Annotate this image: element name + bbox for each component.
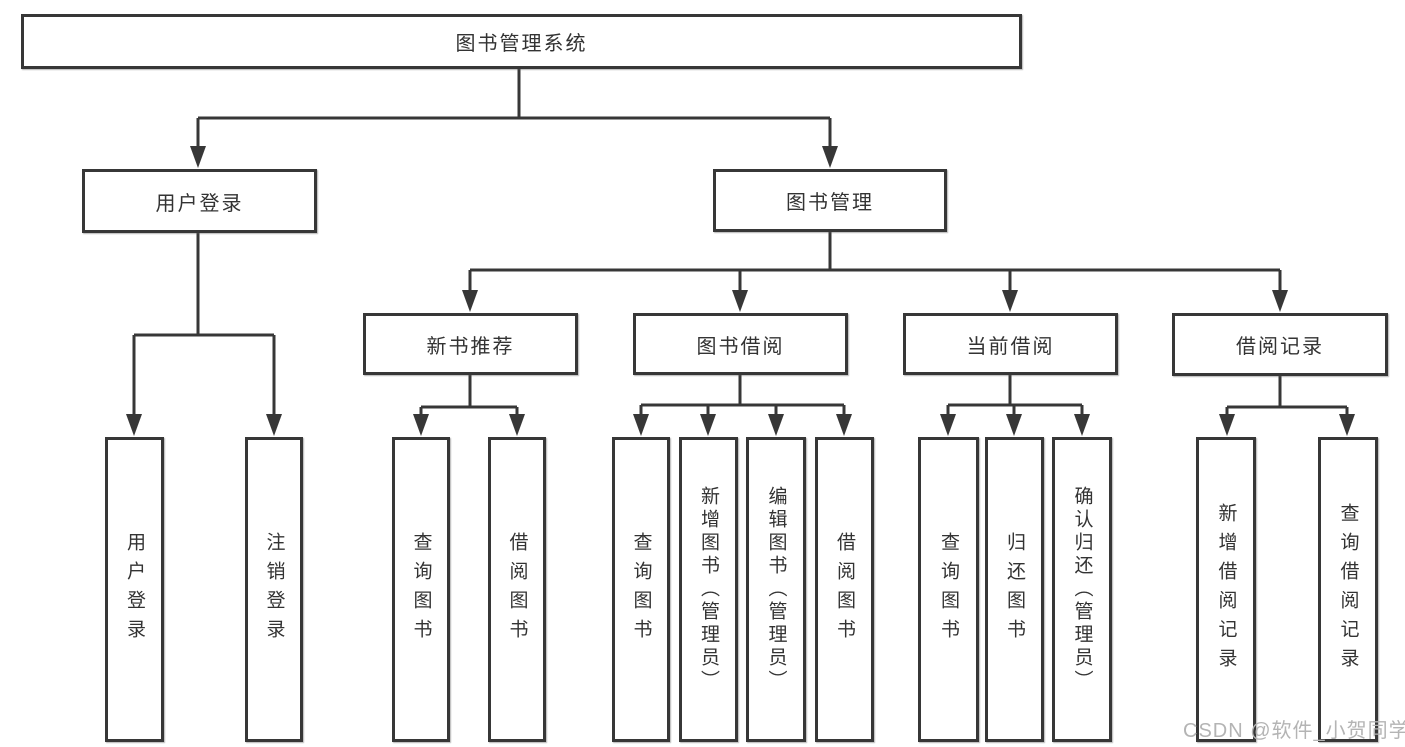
node-label: 当前借阅: [966, 335, 1055, 358]
leaf-add-book-admin: 新增图书（管理员）: [679, 437, 738, 742]
leaf-search-books-recommend: 查询图书: [392, 437, 450, 742]
leaf-label: 查询图书: [410, 531, 432, 648]
leaf-borrow-books-recommend: 借阅图书: [488, 437, 546, 742]
leaf-return-book: 归还图书: [985, 437, 1044, 742]
node-label: 新书推荐: [426, 335, 515, 358]
leaf-label: 查询图书: [938, 531, 959, 648]
leaf-edit-book-admin: 编辑图书（管理员）: [746, 437, 806, 742]
node-user-login: 用户登录: [82, 169, 317, 233]
node-label: 用户登录: [155, 192, 244, 215]
node-book-management: 图书管理: [713, 169, 947, 232]
leaf-label: 用户登录: [124, 531, 145, 648]
leaf-search-books-borrowing: 查询图书: [612, 437, 670, 742]
leaf-add-borrow-record: 新增借阅记录: [1196, 437, 1256, 742]
node-book-borrowing: 图书借阅: [633, 313, 848, 375]
node-label: 图书借阅: [696, 335, 785, 358]
leaf-label: 新增图书（管理员）: [698, 486, 719, 693]
node-label: 图书管理: [786, 192, 874, 214]
leaf-label: 归还图书: [1004, 531, 1025, 648]
leaf-label: 借阅图书: [506, 531, 528, 648]
leaf-borrow-books-borrowing: 借阅图书: [815, 437, 874, 742]
node-borrowing-records: 借阅记录: [1172, 313, 1388, 376]
leaf-label: 查询图书: [630, 531, 652, 648]
node-new-book-recommendation: 新书推荐: [363, 313, 578, 375]
leaf-label: 注销登录: [263, 531, 285, 648]
node-label: 图书管理系统: [455, 33, 588, 55]
leaf-label: 借阅图书: [834, 531, 855, 648]
node-library-management-system: 图书管理系统: [21, 14, 1022, 69]
leaf-label: 确认归还（管理员）: [1071, 486, 1093, 693]
leaf-user-login: 用户登录: [105, 437, 164, 742]
leaf-confirm-return-admin: 确认归还（管理员）: [1052, 437, 1112, 742]
leaf-search-books-current: 查询图书: [918, 437, 979, 742]
watermark: CSDN @软件_小贺同学: [1183, 720, 1405, 742]
leaf-label: 编辑图书（管理员）: [765, 486, 787, 693]
leaf-label: 查询借阅记录: [1337, 502, 1359, 677]
node-label: 借阅记录: [1236, 336, 1324, 358]
node-current-borrowing: 当前借阅: [903, 313, 1118, 375]
leaf-label: 新增借阅记录: [1215, 502, 1237, 677]
leaf-search-borrow-record: 查询借阅记录: [1318, 437, 1378, 742]
leaf-logout: 注销登录: [245, 437, 303, 742]
